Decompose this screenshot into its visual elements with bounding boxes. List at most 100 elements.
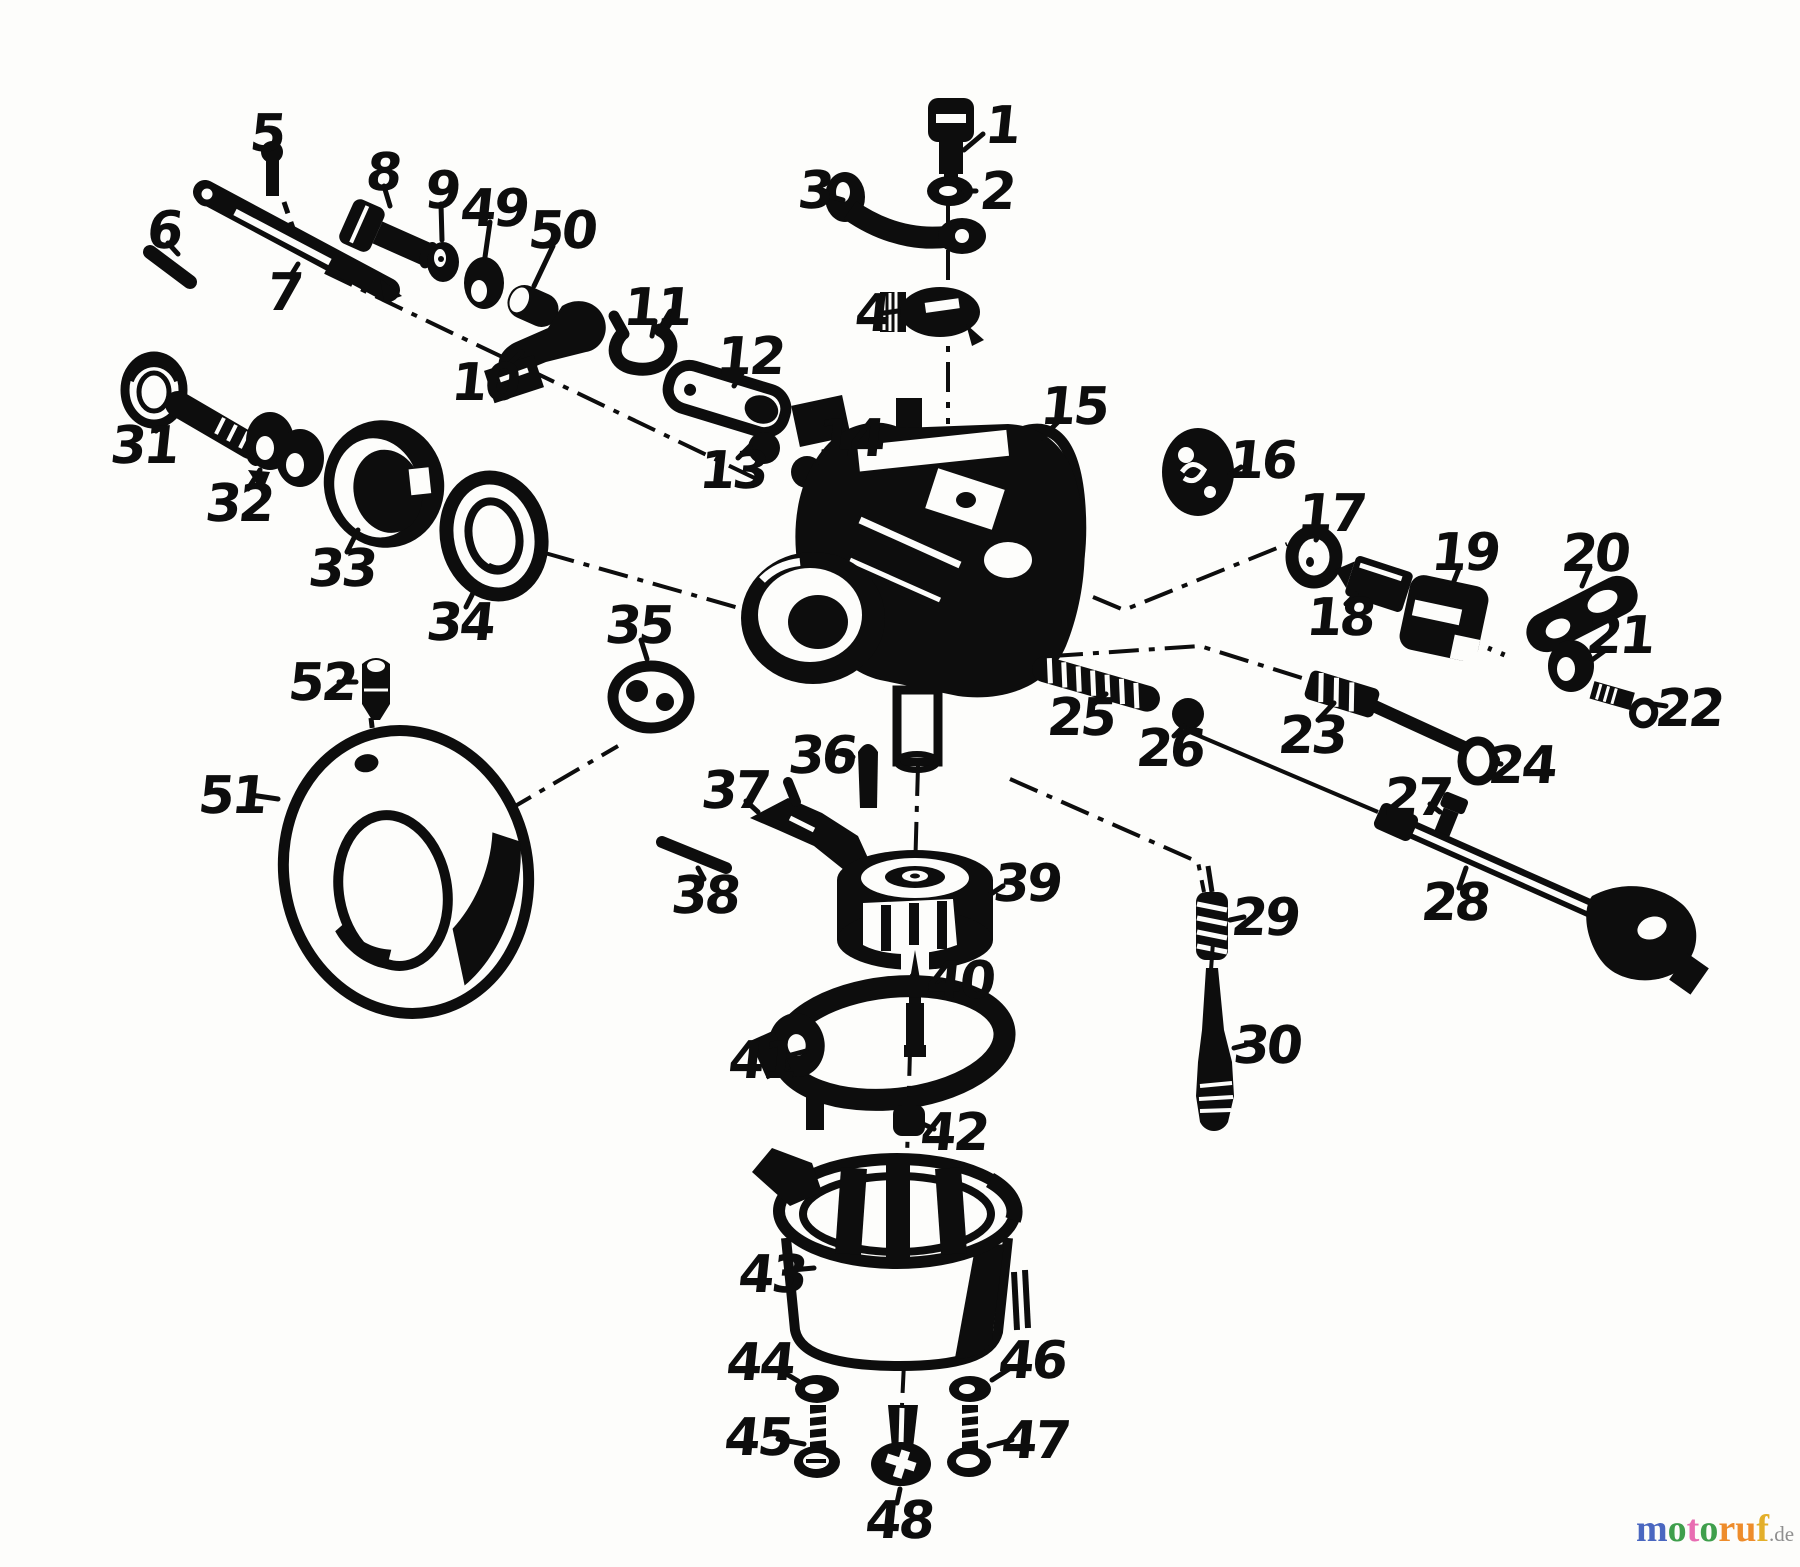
part-26-ball — [1172, 698, 1204, 730]
part-leader-16 — [1227, 464, 1244, 477]
watermark-text: motoruf — [1636, 1508, 1769, 1550]
part-leader-28 — [1456, 865, 1469, 891]
leader-lines — [153, 131, 1669, 1506]
part-label-17: 17 — [1294, 484, 1367, 544]
part-leader-31 — [153, 413, 173, 434]
part-7-throttle-shaft — [193, 180, 402, 302]
part-leader-34 — [463, 582, 480, 610]
part-leader-1 — [961, 131, 986, 153]
part-label-36: 36 — [785, 726, 858, 786]
part-label-23: 23 — [1275, 706, 1348, 766]
part-label-15: 15 — [1037, 377, 1110, 437]
part-leader-32 — [245, 467, 263, 492]
part-39-float — [837, 850, 993, 971]
part-leader-13 — [735, 443, 753, 461]
part-leader-37 — [743, 798, 761, 815]
part-44-washer — [795, 1375, 839, 1403]
part-18-jet — [1335, 556, 1413, 612]
part-33-drum — [323, 420, 445, 548]
part-label-8: 8 — [363, 143, 403, 203]
part-leader-40 — [927, 980, 947, 994]
part-12-link — [662, 359, 792, 439]
part-42-valve-seat — [893, 1105, 925, 1136]
part-46-washer — [949, 1376, 991, 1402]
part-label-44: 44 — [723, 1333, 796, 1393]
part-label-20: 20 — [1558, 524, 1631, 584]
part-20-link — [1526, 575, 1638, 653]
part-leader-9 — [438, 201, 445, 243]
part-leader-18 — [1343, 591, 1359, 607]
part-16-diaphragm-disc — [1162, 428, 1234, 516]
part-29-spring — [1196, 865, 1228, 960]
part-13-ball — [748, 432, 780, 464]
part-5-screw — [261, 141, 283, 196]
part-leader-30 — [1231, 1042, 1249, 1051]
part-51-drum-ring — [277, 725, 535, 1019]
part-label-37: 37 — [698, 761, 771, 821]
part-49-washer — [464, 257, 504, 309]
part-leader-12 — [731, 367, 747, 389]
part-38-hinge-pin — [656, 836, 732, 874]
part-leader-49 — [482, 219, 493, 260]
part-22-screw-ring — [1589, 681, 1659, 729]
part-label-1: 1 — [982, 96, 1021, 156]
part-leader-21 — [1589, 646, 1610, 663]
part-leader-3 — [826, 193, 846, 203]
part-45-screw — [794, 1405, 840, 1478]
part-label-47: 47 — [998, 1411, 1071, 1471]
part-32-cup-washers — [246, 412, 324, 492]
part-leader-15 — [1039, 417, 1063, 441]
part-52-plug — [362, 658, 390, 720]
part-leader-19 — [1449, 563, 1463, 589]
part-leader-38 — [695, 865, 707, 882]
part-label-3: 3 — [795, 161, 834, 221]
part-leader-24 — [1489, 759, 1504, 767]
part-35-gasket-ring — [607, 660, 695, 734]
part-30-adjust-screw — [1196, 941, 1234, 1131]
part-label-9: 9 — [422, 161, 461, 221]
part-label-50: 50 — [525, 201, 598, 261]
part-label-10: 10 — [448, 353, 521, 413]
watermark-letter: o — [1667, 1508, 1687, 1550]
part-37-float-hinge — [750, 777, 868, 870]
part-2-washer — [927, 176, 973, 206]
part-leader-46 — [989, 1366, 1012, 1383]
part-label-48: 48 — [862, 1491, 935, 1551]
part-label-6: 6 — [144, 201, 184, 261]
part-label-35: 35 — [602, 596, 675, 656]
part-label-16: 16 — [1225, 431, 1298, 491]
watermark-letter: o — [1699, 1508, 1719, 1550]
part-label-13: 13 — [696, 441, 769, 501]
part-28-throttle-rod — [1373, 802, 1709, 995]
part-label-4: 4 — [852, 284, 892, 344]
part-label-31: 31 — [107, 416, 180, 476]
part-label-25: 25 — [1044, 688, 1117, 748]
part-leader-29 — [1227, 914, 1247, 923]
part-leader-47 — [986, 1437, 1015, 1449]
part-label-38: 38 — [668, 866, 741, 926]
part-leader-35 — [638, 637, 650, 662]
part-label-42: 42 — [917, 1103, 990, 1163]
part-6-pin — [143, 245, 197, 289]
part-leader-11 — [649, 318, 658, 339]
part-label-5: 5 — [247, 104, 286, 164]
watermark-suffix: .de — [1768, 1522, 1795, 1546]
part-label-18: 18 — [1303, 588, 1376, 648]
part-21-grommet — [1548, 640, 1594, 692]
part-label-12: 12 — [713, 327, 786, 387]
part-36-pin — [858, 744, 878, 808]
carburetor-body — [741, 395, 1085, 773]
part-label-11: 11 — [620, 278, 693, 338]
part-leader-36 — [835, 750, 856, 760]
part-leader-26 — [1171, 723, 1187, 739]
part-leader-25 — [1091, 691, 1109, 707]
part-leader-48 — [894, 1486, 903, 1506]
part-label-46: 46 — [995, 1331, 1068, 1391]
part-leader-17 — [1313, 525, 1326, 543]
part-34-seal-ring — [439, 470, 549, 602]
part-label-32: 32 — [202, 474, 275, 534]
part-label-27: 27 — [1380, 768, 1453, 828]
part-label-51: 51 — [195, 766, 268, 826]
